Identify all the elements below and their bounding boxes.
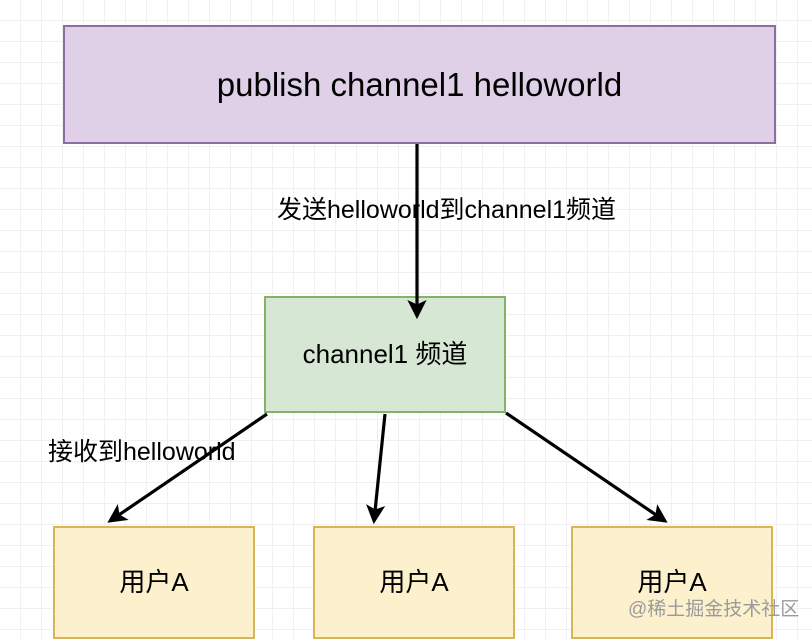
channel-label: channel1 频道 [302,338,468,369]
arrow-channel-to-subscriber-1 [107,412,268,523]
subscriber-box-1[interactable]: 用户A [53,526,255,639]
arrow-channel-to-subscriber-3 [505,411,668,523]
watermark: @稀土掘金技术社区 [628,599,800,620]
subscriber-label-1: 用户A [119,566,189,597]
channel-box[interactable]: channel1 频道 [264,296,506,413]
subscriber-box-3[interactable]: 用户A [571,526,773,639]
subscriber-label-3: 用户A [637,566,707,597]
publish-command-box[interactable]: publish channel1 helloworld [63,25,776,144]
arrow-channel-to-subscriber-2 [366,413,387,525]
subscriber-box-2[interactable]: 用户A [313,526,515,639]
edge-label-channel-to-users: 接收到helloworld [48,438,236,466]
publish-command-label: publish channel1 helloworld [216,65,623,103]
subscriber-label-2: 用户A [379,566,449,597]
edge-label-publish-to-channel: 发送helloworld到channel1频道 [277,196,617,224]
